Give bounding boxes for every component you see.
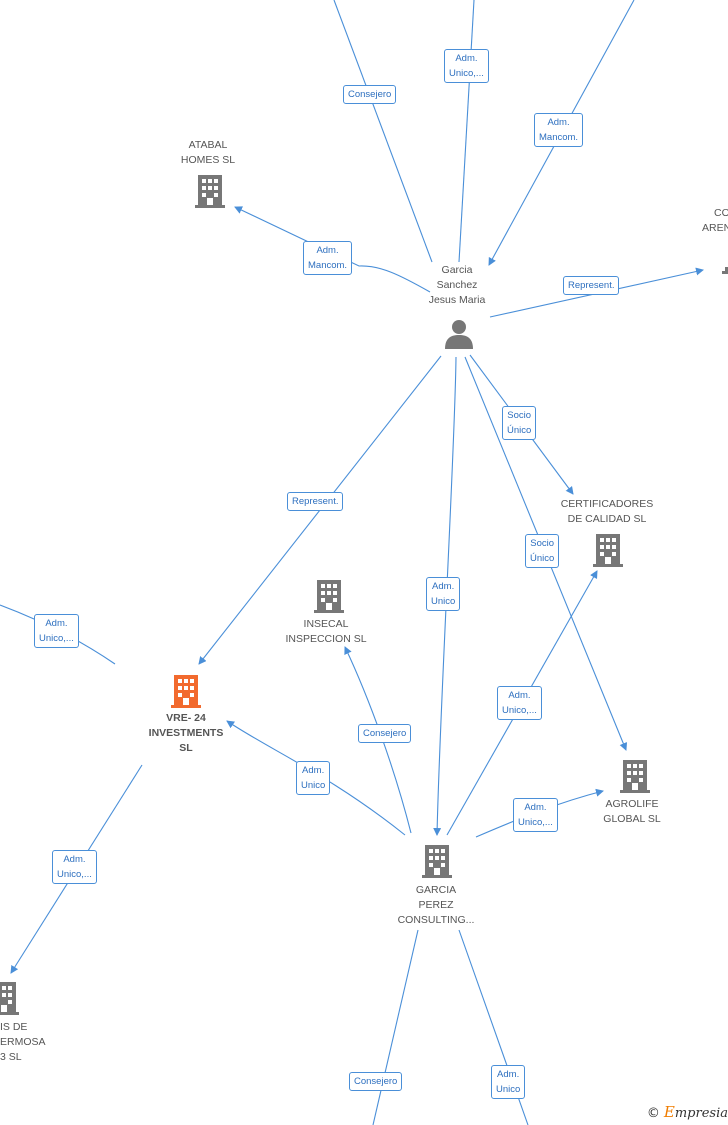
node-label-garcia-perez[interactable]: GARCIA PEREZ CONSULTING... xyxy=(386,883,486,928)
building-icon[interactable] xyxy=(592,532,624,568)
node-label-line: CERTIFICADORES xyxy=(560,498,654,510)
edge-label-text: Unico,... xyxy=(449,68,484,79)
edge-label-text: Unico xyxy=(496,1084,521,1095)
building-icon[interactable] xyxy=(421,843,453,879)
node-label-line: Jesus Maria xyxy=(428,294,486,306)
edge-label-text: Represent. xyxy=(292,496,339,507)
edge-label-socio-unico-cert[interactable]: Socio Único xyxy=(502,406,537,440)
edge-label-text: Adm. xyxy=(497,1069,520,1080)
edge-label-text: Adm. xyxy=(302,765,325,776)
node-label-line: ATABAL xyxy=(188,139,228,151)
edge-label-adm-unico-vre[interactable]: Adm. Unico xyxy=(296,761,331,795)
node-label-line: Sanchez xyxy=(436,279,478,291)
edge-label-text: Represent. xyxy=(568,280,615,291)
copyright-symbol: © xyxy=(646,1106,660,1121)
edge-label-adm-mancom-atabal[interactable]: Adm. Mancom. xyxy=(303,241,353,275)
node-label-line: ERMOSA xyxy=(0,1036,46,1048)
edge-label-adm-unico-cert2[interactable]: Adm. Unico,... xyxy=(497,686,542,720)
edge-label-text: Adm. xyxy=(455,53,478,64)
edge-label-text: Único xyxy=(530,553,555,564)
empresia-watermark: ©Empresia xyxy=(647,1103,728,1121)
edge-label-text: Adm. xyxy=(316,245,339,256)
building-icon[interactable] xyxy=(194,173,226,209)
node-label-line: INSECAL xyxy=(303,618,349,630)
node-label-line: 3 SL xyxy=(0,1051,22,1063)
edge-label-adm-unico-hermosa[interactable]: Adm. Unico,... xyxy=(52,850,97,884)
edge-label-text: Mancom. xyxy=(539,132,579,143)
node-label-person[interactable]: Garcia Sanchez Jesus Maria xyxy=(417,263,497,308)
edge-label-text: Consejero xyxy=(363,728,407,739)
node-label-line: HOMES SL xyxy=(180,154,236,166)
node-label-line: GARCIA xyxy=(415,884,457,896)
node-label-line: INSPECCION SL xyxy=(285,633,367,645)
edge-label-represent-co[interactable]: Represent. xyxy=(563,276,620,295)
edge-label-text: Consejero xyxy=(354,1076,398,1087)
edge-label-text: Adm. xyxy=(432,581,455,592)
node-label-hermosa[interactable]: IS DE ERMOSA 3 SL xyxy=(0,1020,48,1065)
node-label-line: Garcia xyxy=(441,264,473,276)
edge-label-text: Unico,... xyxy=(57,869,92,880)
edge-label-socio-unico-agro[interactable]: Socio Único xyxy=(525,534,560,568)
building-icon[interactable] xyxy=(313,578,345,614)
edge-label-adm-unico-gp[interactable]: Adm. Unico xyxy=(426,577,461,611)
edge-label-text: Mancom. xyxy=(308,260,348,271)
edge-label-text: Unico,... xyxy=(39,633,74,644)
connection-edge xyxy=(458,0,475,263)
node-label-line: INVESTMENTS xyxy=(148,727,224,739)
connection-edge xyxy=(234,206,431,293)
node-label-line: SL xyxy=(179,742,193,754)
building-icon[interactable] xyxy=(0,980,20,1016)
node-label-line: DE CALIDAD SL xyxy=(567,513,647,525)
brand-initial: E xyxy=(663,1103,675,1121)
edge-label-text: Unico xyxy=(301,780,326,791)
edge-label-adm-unico-bottom[interactable]: Adm. Unico xyxy=(491,1065,526,1099)
edge-label-text: Adm. xyxy=(45,618,68,629)
edge-label-text: Único xyxy=(507,425,532,436)
edge-label-text: Socio xyxy=(530,538,555,549)
edge-label-consejero-bottom[interactable]: Consejero xyxy=(349,1072,403,1091)
node-label-certificadores[interactable]: CERTIFICADORES DE CALIDAD SL xyxy=(552,497,662,527)
node-label-agrolife[interactable]: AGROLIFE GLOBAL SL xyxy=(592,797,672,827)
node-label-line: AREN xyxy=(702,222,728,234)
node-label-vre24[interactable]: VRE- 24 INVESTMENTS SL xyxy=(136,711,236,756)
edge-label-text: Unico,... xyxy=(502,705,537,716)
edge-label-adm-unico-left[interactable]: Adm. Unico,... xyxy=(34,614,79,648)
node-label-co-arena[interactable]: CO AREN xyxy=(700,206,728,236)
edge-label-text: Consejero xyxy=(348,89,392,100)
edge-label-consejero-insecal[interactable]: Consejero xyxy=(358,724,412,743)
edge-label-text: Unico,... xyxy=(518,817,553,828)
node-label-line: CONSULTING... xyxy=(397,914,475,926)
node-label-insecal[interactable]: INSECAL INSPECCION SL xyxy=(276,617,376,647)
edge-label-consejero-top[interactable]: Consejero xyxy=(343,85,397,104)
edge-label-adm-unico-top[interactable]: Adm. Unico,... xyxy=(444,49,489,83)
building-icon[interactable] xyxy=(170,673,202,709)
edge-label-text: Adm. xyxy=(508,690,531,701)
edge-label-text: Unico xyxy=(431,596,456,607)
edge-label-text: Adm. xyxy=(63,854,86,865)
edge-label-text: Adm. xyxy=(524,802,547,813)
edge-label-represent-vre[interactable]: Represent. xyxy=(287,492,344,511)
edge-label-adm-mancom-top[interactable]: Adm. Mancom. xyxy=(534,113,584,147)
node-label-line: PEREZ xyxy=(418,899,454,911)
node-label-line: AGROLIFE xyxy=(605,798,659,810)
node-label-line: IS DE xyxy=(0,1021,28,1033)
edge-label-text: Socio xyxy=(507,410,532,421)
building-icon[interactable] xyxy=(619,758,651,794)
node-label-atabal[interactable]: ATABAL HOMES SL xyxy=(168,138,248,168)
connection-edge xyxy=(372,929,419,1125)
building-icon[interactable] xyxy=(720,257,728,277)
brand-name: mpresia xyxy=(674,1106,728,1121)
node-label-line: VRE- 24 xyxy=(166,712,206,724)
node-label-line: GLOBAL SL xyxy=(603,813,661,825)
edge-label-text: Adm. xyxy=(547,117,570,128)
connection-edge xyxy=(333,0,433,263)
node-label-line: CO xyxy=(714,207,728,219)
edge-label-adm-unico-agro[interactable]: Adm. Unico,... xyxy=(513,798,558,832)
person-icon[interactable] xyxy=(444,318,474,350)
